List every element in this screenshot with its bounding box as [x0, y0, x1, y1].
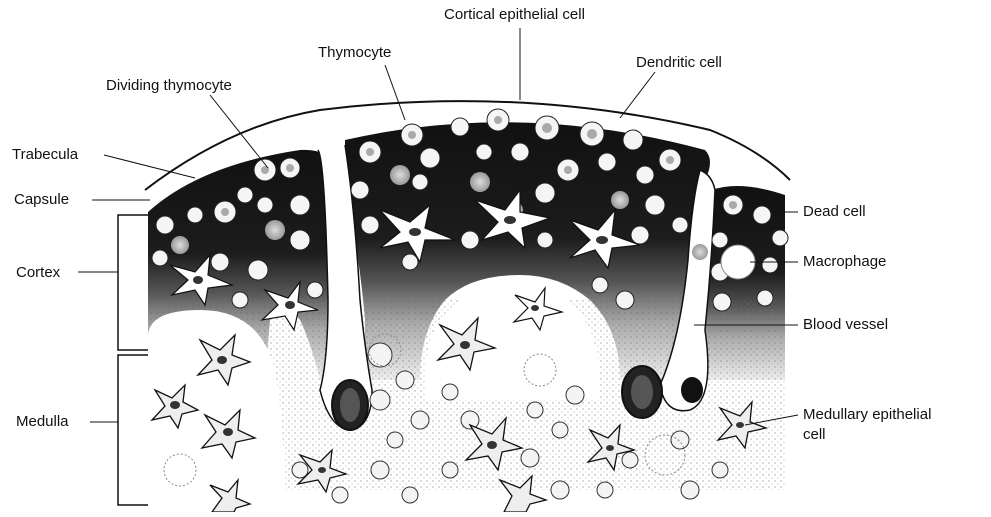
label-capsule: Capsule	[14, 191, 69, 209]
label-medullary-epithelial-cell-2: cell	[803, 426, 826, 444]
medulla-bracket	[118, 355, 148, 505]
label-dendritic-cell: Dendritic cell	[636, 54, 722, 72]
label-trabecula: Trabecula	[12, 146, 78, 164]
label-cortical-epithelial-cell: Cortical epithelial cell	[444, 6, 585, 24]
label-blood-vessel: Blood vessel	[803, 316, 888, 334]
label-cortex: Cortex	[16, 264, 60, 282]
macrophage	[721, 245, 755, 279]
cortex-bracket	[118, 215, 148, 350]
label-medullary-epithelial-cell-1: Medullary epithelial	[803, 406, 931, 424]
label-macrophage: Macrophage	[803, 253, 886, 271]
label-dividing-thymocyte: Dividing thymocyte	[106, 77, 232, 95]
label-medulla: Medulla	[16, 413, 69, 431]
label-dead-cell: Dead cell	[803, 203, 866, 221]
label-thymocyte: Thymocyte	[318, 44, 391, 62]
